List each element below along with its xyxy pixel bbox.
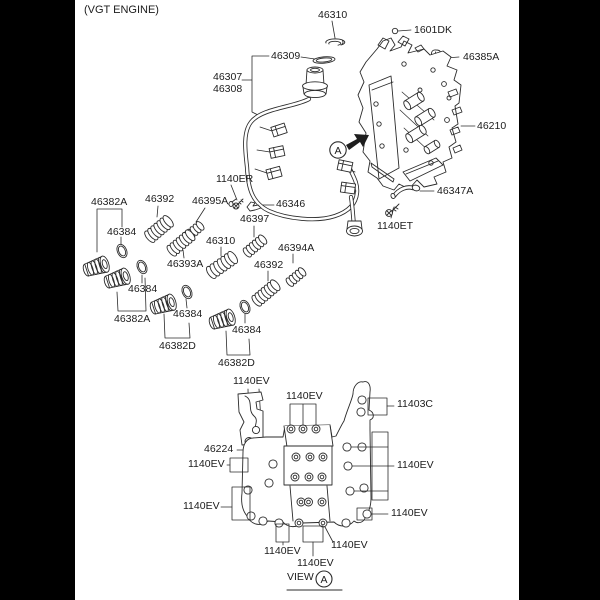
valve-body-art <box>357 35 463 191</box>
tube-46347A-art <box>390 184 421 199</box>
label-1140EV-left-lower: 1140EV <box>183 500 220 512</box>
connector-icon <box>339 181 357 195</box>
screw-1140ET-art <box>385 203 400 217</box>
connector-icon <box>268 145 286 159</box>
valve-46395A-art <box>228 198 237 207</box>
label-46382A-bottom: 46382A <box>114 313 151 325</box>
connector-icon <box>336 159 354 173</box>
label-46395A: 46395A <box>192 195 229 207</box>
oring-46384-4-art <box>239 299 251 315</box>
label-46384-1: 46384 <box>107 226 137 238</box>
main-connector-art <box>302 66 328 99</box>
diagram-title: (VGT ENGINE) <box>84 4 159 16</box>
oring-46384-1-art <box>116 243 128 259</box>
piston-46382A-2-art <box>103 267 131 289</box>
label-46310-spring: 46310 <box>206 235 236 247</box>
view-a-letter: A <box>320 574 327 586</box>
label-1140ET: 1140ET <box>377 220 413 232</box>
snap-ring-46310-art <box>325 38 346 46</box>
connector-icon <box>265 165 283 181</box>
label-46309: 46309 <box>271 50 301 62</box>
spring-46394A-art <box>285 267 307 287</box>
view-label: VIEW <box>287 571 314 583</box>
view-a-marker: A <box>286 570 343 591</box>
spring-46397-art <box>242 234 268 258</box>
label-1140EV-plate-top: 1140EV <box>233 375 270 387</box>
label-1140EV-bottom-mid: 1140EV <box>297 557 334 569</box>
screw-1140ER-art <box>232 198 244 210</box>
spring-46392-left-art <box>144 215 174 243</box>
piston-46382D-1-art <box>149 293 177 315</box>
end-connector-art <box>346 220 363 237</box>
label-46382D-2: 46382D <box>218 357 255 369</box>
label-46384-3: 46384 <box>173 308 203 320</box>
label-46394A: 46394A <box>278 242 315 254</box>
label-46384-2: 46384 <box>128 283 158 295</box>
spring-46310-art <box>206 251 238 279</box>
label-1140ER: 1140ER <box>216 173 254 185</box>
label-1140EV-left-mid: 1140EV <box>188 458 225 470</box>
label-46393A: 46393A <box>167 258 204 270</box>
label-46346: 46346 <box>276 198 306 210</box>
oring-46384-2-art <box>136 259 148 275</box>
oring-46309-art <box>312 56 336 64</box>
connector-icon <box>270 122 288 138</box>
spring-46393A-art <box>166 229 196 257</box>
label-46384-4: 46384 <box>232 324 262 336</box>
label-46308: 46308 <box>213 83 243 95</box>
label-46392-right: 46392 <box>254 259 284 271</box>
label-46307: 46307 <box>213 71 243 83</box>
left-black-bar <box>0 0 75 600</box>
piston-46382D-2-art <box>208 308 236 330</box>
label-46392-left: 46392 <box>145 193 175 205</box>
label-46310-snapring: 46310 <box>318 9 348 21</box>
plate-holes <box>243 395 372 528</box>
label-46382D-1: 46382D <box>159 340 196 352</box>
label-11403C: 11403C <box>397 398 434 410</box>
label-1140EV-bottom-left: 1140EV <box>264 545 301 557</box>
label-1140EV-right-lower: 1140EV <box>391 507 428 519</box>
clip-46346-art <box>246 201 262 212</box>
label-46224: 46224 <box>204 443 234 455</box>
right-black-bar <box>519 0 600 600</box>
label-46385A: 46385A <box>463 51 500 63</box>
label-46382A-top: 46382A <box>91 196 128 208</box>
label-46347A: 46347A <box>437 185 474 197</box>
plate-bolts <box>286 424 328 528</box>
view-arrow-marker: A <box>329 134 369 159</box>
oring-46384-3-art <box>181 284 193 300</box>
piston-46382A-1-art <box>82 255 110 277</box>
spring-46392-right-art <box>251 279 281 307</box>
label-1140EV-top-row: 1140EV <box>286 390 323 402</box>
plate-callout-boxes <box>229 397 389 543</box>
label-1140EV-right-mid: 1140EV <box>397 459 434 471</box>
label-1601DK: 1601DK <box>414 24 452 36</box>
arrow-a-letter: A <box>334 145 341 157</box>
label-46210: 46210 <box>477 120 507 132</box>
label-1140EV-bottom-right: 1140EV <box>331 539 368 551</box>
label-46397: 46397 <box>240 213 270 225</box>
valve-plate-art <box>220 381 395 557</box>
harness-art <box>243 66 363 237</box>
bolt-1601DK-art <box>391 27 399 35</box>
